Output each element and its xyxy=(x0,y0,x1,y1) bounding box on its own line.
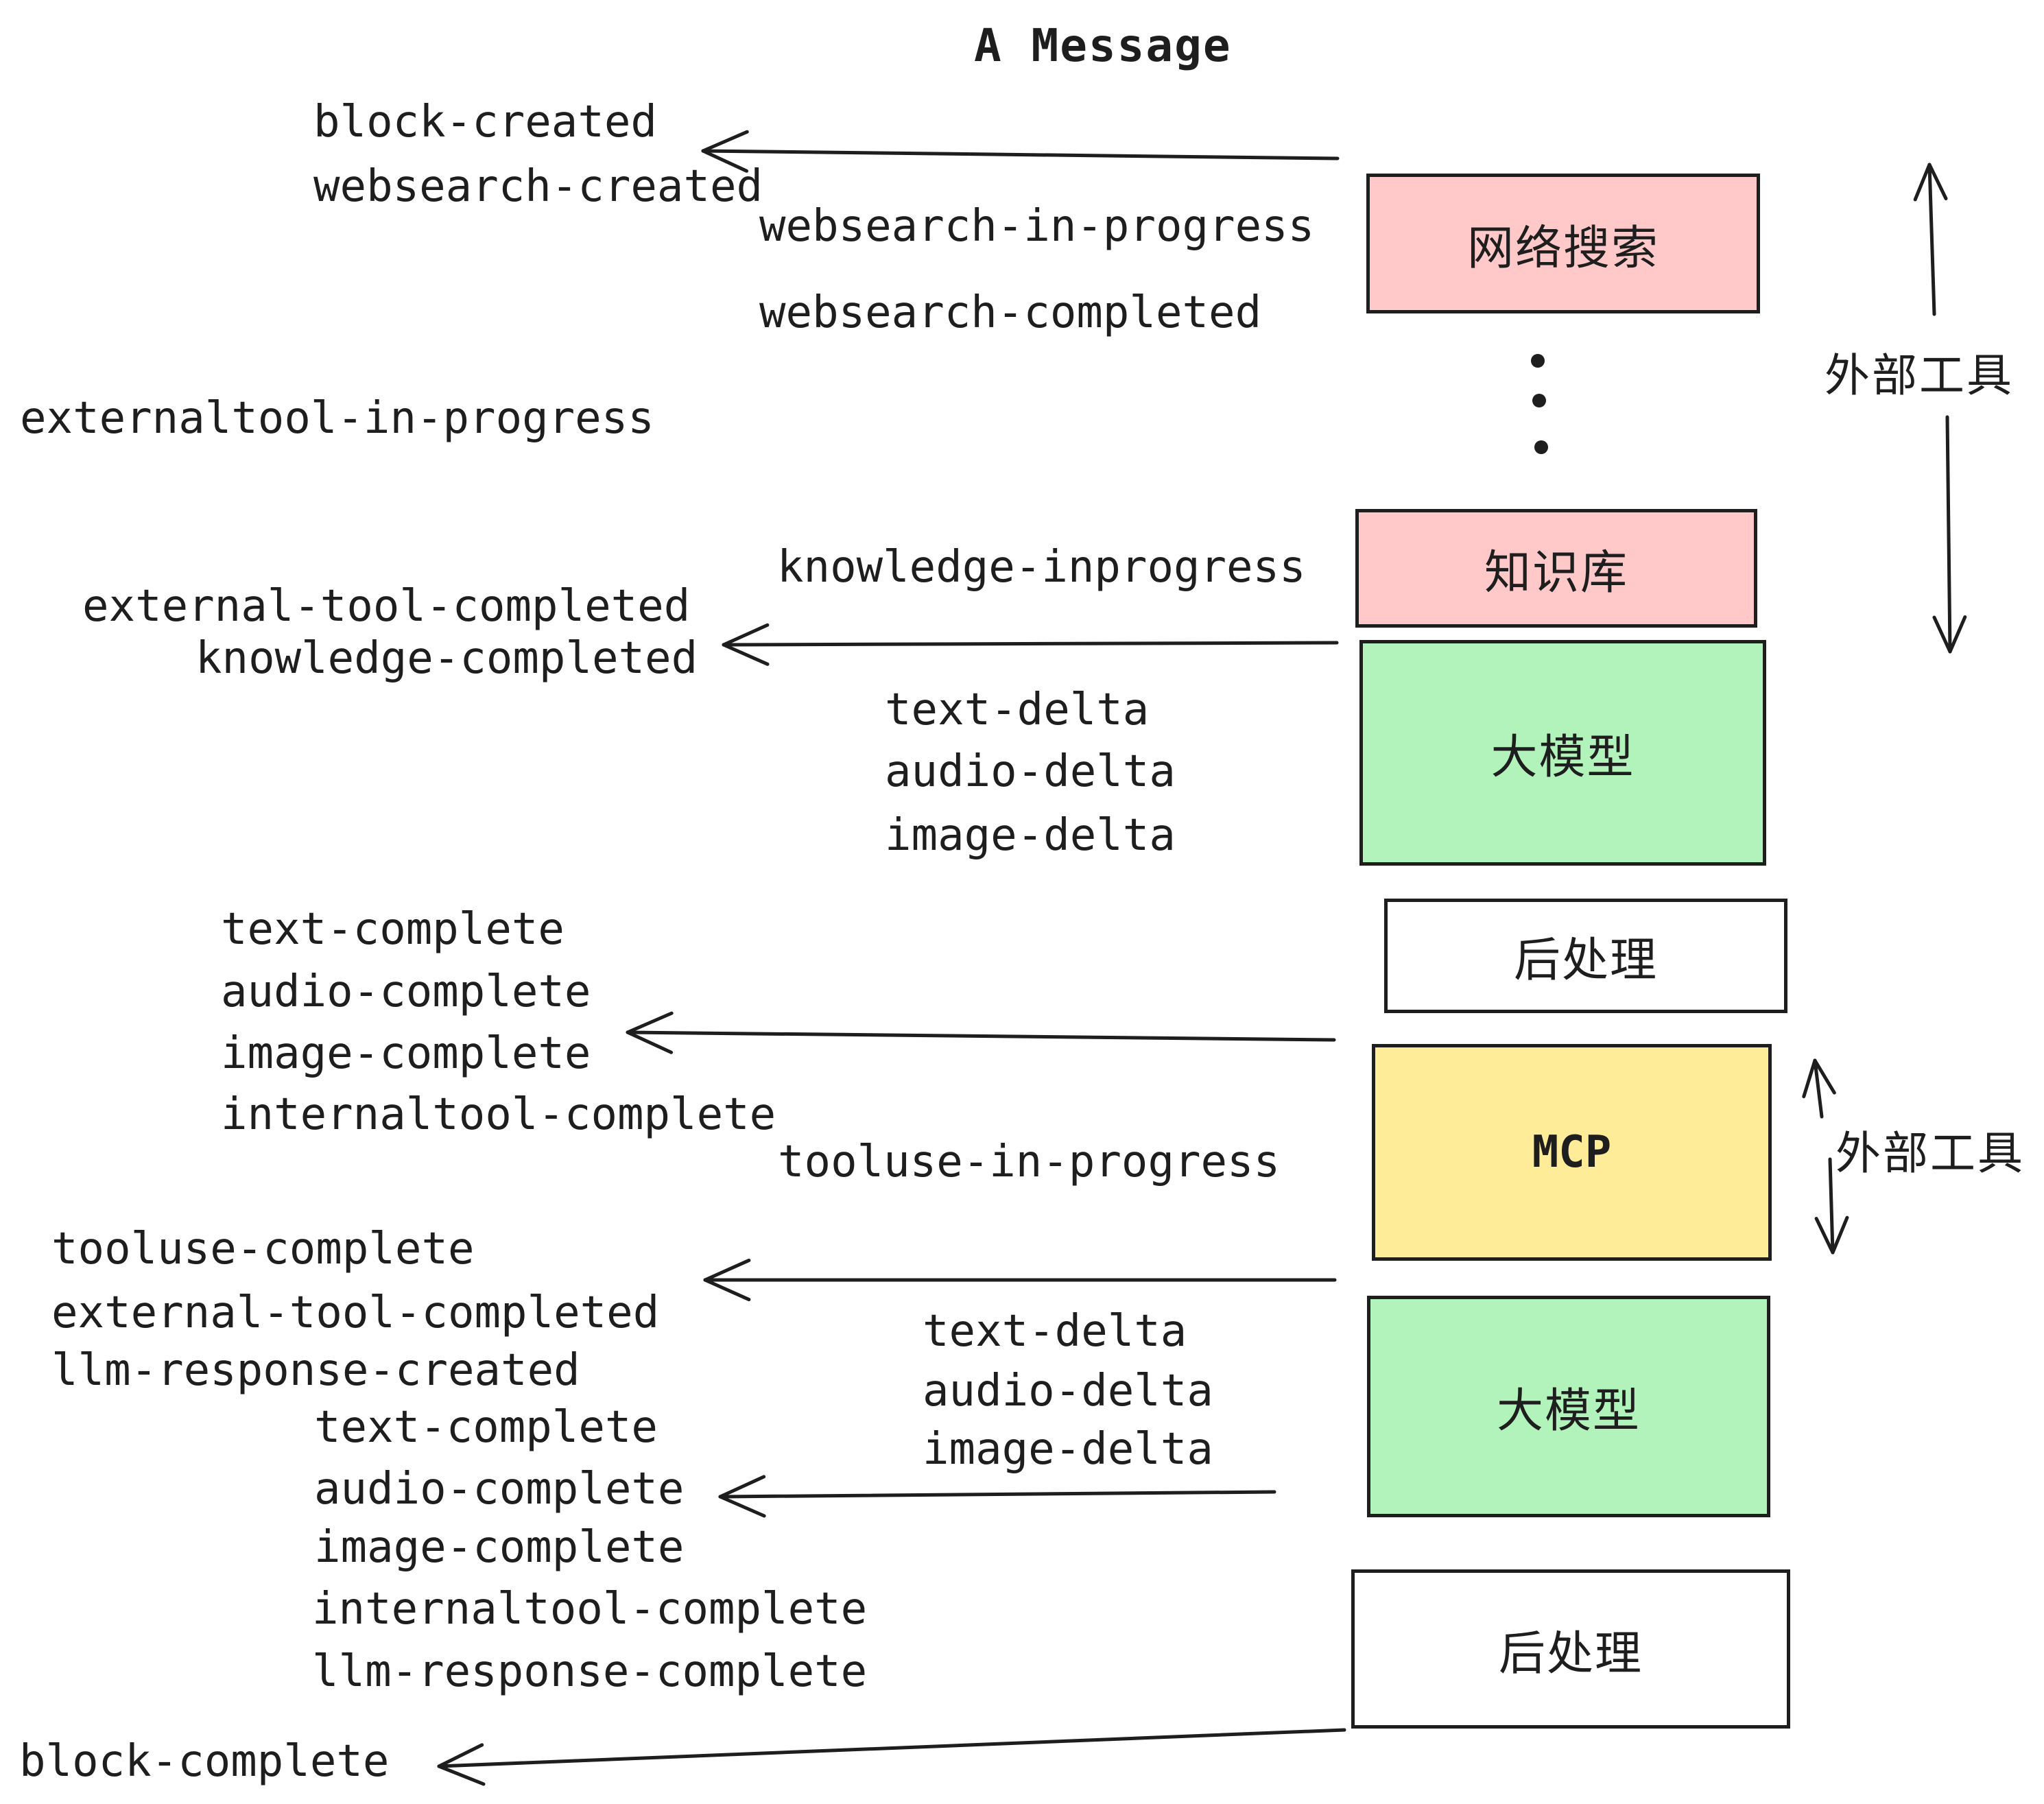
event-label: block-complete xyxy=(19,1736,390,1787)
external-tools-label: 外部工具 xyxy=(1835,1127,2025,1180)
event-label: image-complete xyxy=(314,1522,685,1573)
event-label: image-delta xyxy=(923,1424,1213,1475)
event-label: llm-response-complete xyxy=(312,1646,868,1697)
node-label: 知识库 xyxy=(1484,546,1628,600)
node-llm-2: 大模型 xyxy=(1367,1296,1770,1517)
event-label: text-complete xyxy=(221,904,565,955)
event-label: externaltool-in-progress xyxy=(20,393,654,444)
node-post-1: 后处理 xyxy=(1384,899,1787,1013)
node-label: 后处理 xyxy=(1513,934,1658,988)
event-label: websearch-created xyxy=(313,161,763,212)
arrow-to-block-created xyxy=(701,130,1340,173)
node-knowledge: 知识库 xyxy=(1355,509,1757,628)
page-title: A Message xyxy=(974,19,1232,72)
event-label: tooluse-in-progress xyxy=(778,1137,1281,1187)
arrow-to-tooluse-complete xyxy=(703,1258,1337,1302)
ellipsis-dot xyxy=(1532,394,1546,407)
event-label: websearch-in-progress xyxy=(759,201,1315,252)
arrow-to-knowledge-completed xyxy=(722,623,1339,666)
node-label: 大模型 xyxy=(1496,1384,1641,1438)
event-label: knowledge-inprogress xyxy=(777,542,1306,593)
event-label: audio-delta xyxy=(923,1366,1213,1416)
event-label: text-complete xyxy=(314,1402,658,1453)
event-label: knowledge-completed xyxy=(195,633,698,684)
event-label: image-complete xyxy=(221,1028,591,1079)
event-label: llm-response-created xyxy=(51,1345,580,1396)
event-label: websearch-completed xyxy=(759,287,1262,338)
ellipsis-dot xyxy=(1531,354,1545,368)
event-label: block-created xyxy=(313,97,657,147)
event-label: audio-delta xyxy=(885,746,1176,797)
event-label: text-delta xyxy=(885,685,1150,735)
node-mcp: MCP xyxy=(1372,1044,1772,1261)
node-post-2: 后处理 xyxy=(1351,1569,1790,1729)
event-label: internaltool-complete xyxy=(221,1089,776,1140)
event-label: audio-complete xyxy=(221,966,591,1017)
event-label: external-tool-completed xyxy=(51,1287,660,1338)
event-label: audio-complete xyxy=(314,1464,685,1515)
node-llm-1: 大模型 xyxy=(1359,640,1766,866)
mcp-tools-up-arrow xyxy=(1802,1058,1836,1119)
event-label: image-delta xyxy=(885,810,1176,861)
node-label: 大模型 xyxy=(1490,731,1635,785)
ellipsis-dot xyxy=(1534,440,1548,454)
event-label: tooluse-complete xyxy=(51,1224,475,1274)
arrow-to-block-complete xyxy=(437,1728,1346,1786)
node-label: MCP xyxy=(1532,1127,1612,1178)
event-label: internaltool-complete xyxy=(312,1584,868,1635)
arrow-to-image-complete xyxy=(626,1011,1336,1054)
external-tools-down-arrow xyxy=(1932,415,1967,654)
node-label: 后处理 xyxy=(1498,1626,1643,1681)
external-tools-up-arrow xyxy=(1913,163,1948,316)
external-tools-label: 外部工具 xyxy=(1825,349,2014,402)
node-websearch: 网络搜索 xyxy=(1366,174,1760,313)
arrow-to-audio-complete xyxy=(718,1475,1276,1518)
event-label: external-tool-completed xyxy=(82,581,691,632)
event-label: text-delta xyxy=(923,1306,1187,1357)
node-label: 网络搜索 xyxy=(1466,221,1659,276)
